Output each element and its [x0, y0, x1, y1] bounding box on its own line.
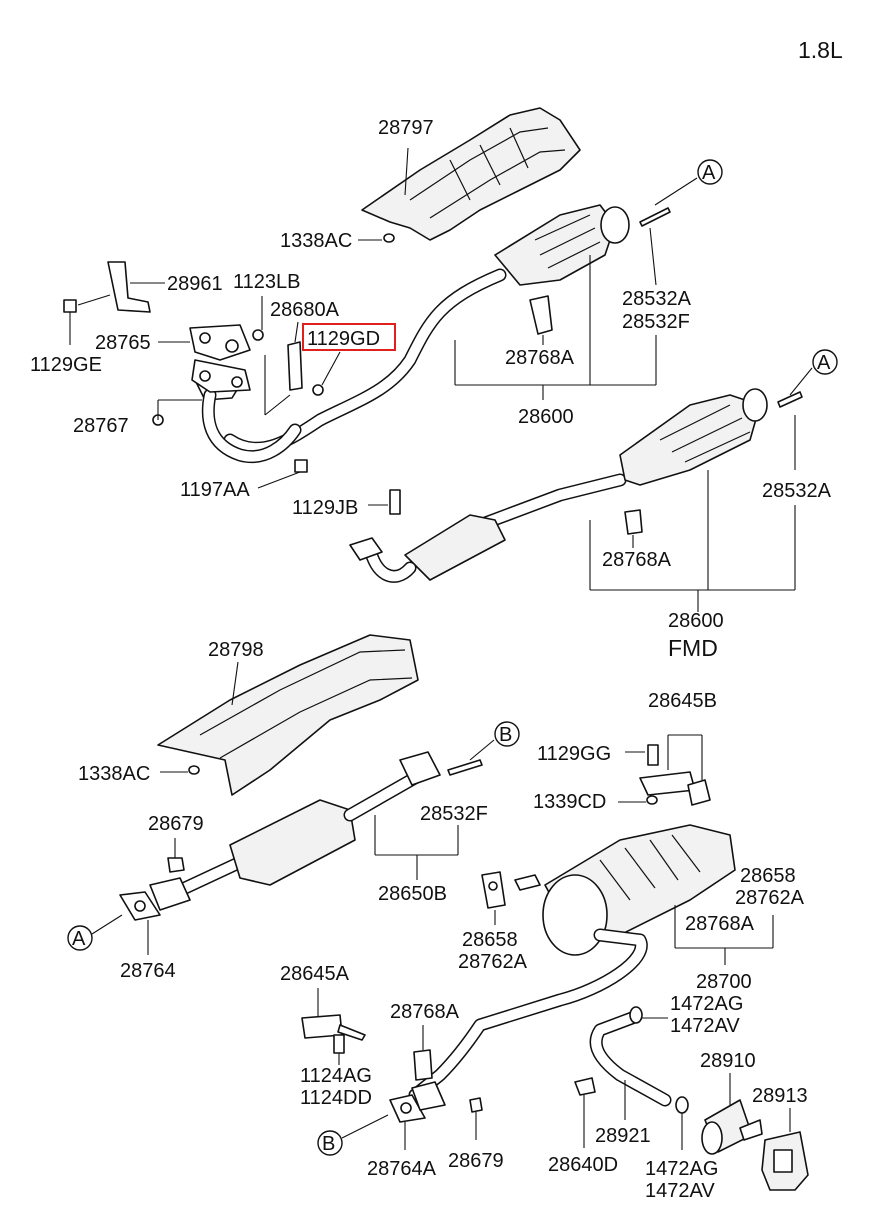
hanger-28768A-bottom[interactable] [413, 1049, 433, 1081]
highlight-box-1129GD [302, 323, 396, 351]
main-muffler-28700[interactable] [408, 824, 736, 1102]
label-1472AV-bottom: 1472AV [645, 1180, 715, 1202]
label-1129GD[interactable]: 1129GD [307, 328, 380, 350]
label-1339CD: 1339CD [533, 791, 606, 813]
valve-28910[interactable] [701, 1099, 763, 1155]
hanger-28768A-mid[interactable] [624, 509, 643, 535]
label-28658-right: 28658 [740, 865, 796, 887]
callout-b-top: B [494, 721, 520, 747]
label-28913: 28913 [752, 1085, 808, 1107]
hanger-28768A-top[interactable] [529, 295, 553, 335]
gasket-28765[interactable] [189, 324, 251, 361]
nut-1338AC-mid[interactable] [188, 765, 200, 775]
bracket-28680A[interactable] [287, 341, 303, 391]
nut-28679-bottom[interactable] [469, 1097, 483, 1113]
engine-title: 1.8L [798, 37, 843, 63]
tail-pipe-28921[interactable] [589, 1011, 672, 1107]
bolt-1129JB[interactable] [389, 489, 401, 515]
label-28640D: 28640D [548, 1154, 618, 1176]
label-28961: 28961 [167, 273, 223, 295]
label-1197AA: 1197AA [180, 479, 250, 501]
label-28645B: 28645B [648, 690, 717, 712]
callout-b-bottom: B [317, 1130, 343, 1156]
heat-shield-28798[interactable] [157, 634, 419, 796]
clip-28640D[interactable] [574, 1077, 596, 1096]
svg-text:A: A [702, 162, 716, 184]
label-28764: 28764 [120, 960, 176, 982]
clamp-1472AG-top[interactable] [629, 1006, 643, 1024]
label-28658-mid: 28658 [462, 929, 518, 951]
label-28679-left: 28679 [148, 813, 204, 835]
label-28645A: 28645A [280, 963, 350, 985]
label-28768A-right: 28768A [685, 913, 755, 935]
label-28768A-bottom: 28768A [390, 1001, 460, 1023]
svg-text:A: A [72, 928, 86, 950]
bolt-1197AA[interactable] [294, 459, 308, 473]
label-1338AC-mid: 1338AC [78, 763, 150, 785]
bolt-1124AG[interactable] [333, 1034, 345, 1054]
label-28768A-mid: 28768A [602, 549, 672, 571]
svg-text:B: B [322, 1133, 335, 1155]
label-1472AG-bottom: 1472AG [645, 1158, 718, 1180]
svg-text:A: A [817, 352, 831, 374]
label-28797: 28797 [378, 117, 434, 139]
label-28767: 28767 [73, 415, 129, 437]
svg-text:B: B [499, 724, 512, 746]
bolt-1129GE[interactable] [63, 299, 77, 313]
label-fmd: FMD [668, 635, 718, 661]
label-28798: 28798 [208, 639, 264, 661]
label-28768A-top: 28768A [505, 347, 575, 369]
rubber-hanger-28658[interactable] [481, 871, 506, 909]
flange-28767[interactable] [191, 359, 251, 393]
label-28762A-right: 28762A [735, 887, 805, 909]
bracket-28645B[interactable] [639, 771, 711, 806]
actuator-28913[interactable] [761, 1131, 809, 1191]
label-28600-mid: 28600 [668, 610, 724, 632]
label-1472AV-top: 1472AV [670, 1015, 740, 1037]
label-28532A-mid: 28532A [762, 480, 832, 502]
label-28532F-mid: 28532F [420, 803, 488, 825]
label-28921: 28921 [595, 1125, 651, 1147]
label-28532F-top: 28532F [622, 311, 690, 333]
callout-a-bottom: A [67, 925, 93, 951]
label-28910: 28910 [700, 1050, 756, 1072]
gasket-28764[interactable] [119, 891, 161, 921]
label-28765: 28765 [95, 332, 151, 354]
label-1129GE: 1129GE [30, 354, 102, 376]
label-28700: 28700 [696, 971, 752, 993]
gasket-28764A[interactable] [389, 1081, 446, 1123]
label-1472AG-top: 1472AG [670, 993, 743, 1015]
label-28762A-mid: 28762A [458, 951, 528, 973]
label-28600-top: 28600 [518, 406, 574, 428]
front-pipe-assembly-fmd[interactable] [349, 388, 803, 583]
callout-a-top: A [697, 159, 723, 185]
label-28650B: 28650B [378, 883, 447, 905]
center-muffler-28650B[interactable] [149, 751, 483, 911]
bolt-1129GD[interactable] [312, 384, 324, 396]
nut-1338AC-top[interactable] [383, 233, 395, 243]
heat-shield-28797[interactable] [361, 107, 581, 241]
label-1129GG: 1129GG [537, 743, 611, 765]
label-28679-bottom: 28679 [448, 1150, 504, 1172]
label-28680A: 28680A [270, 299, 340, 321]
clamp-1472AG-bottom[interactable] [675, 1096, 689, 1114]
label-1338AC-top: 1338AC [280, 230, 352, 252]
label-1124DD: 1124DD [300, 1087, 372, 1109]
callout-a-mid: A [812, 349, 838, 375]
label-28532A-top: 28532A [622, 288, 692, 310]
nut-28679-left[interactable] [167, 857, 185, 873]
nut-1339CD[interactable] [646, 795, 658, 805]
label-1129JB: 1129JB [292, 497, 358, 519]
label-1124AG: 1124AG [300, 1065, 372, 1087]
bracket-28961[interactable] [107, 261, 151, 313]
label-28764A: 28764A [367, 1158, 437, 1180]
label-1123LB: 1123LB [233, 271, 300, 293]
bolt-1129GG[interactable] [647, 744, 659, 766]
bolt-1123LB[interactable] [252, 329, 264, 341]
